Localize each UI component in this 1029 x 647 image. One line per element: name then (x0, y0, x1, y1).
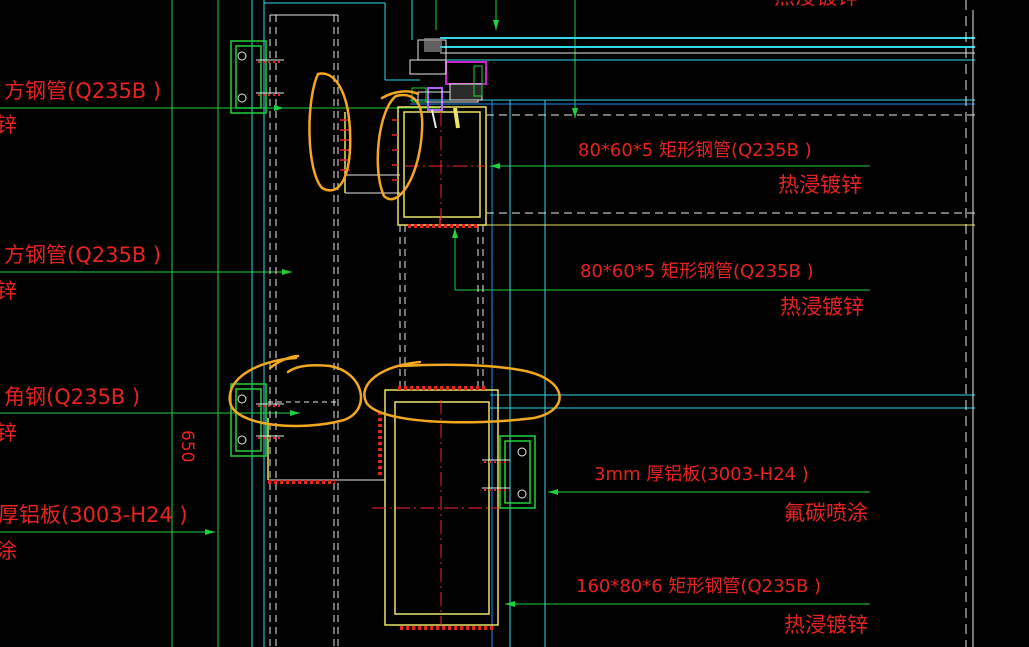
glazing-node (409, 38, 487, 129)
right-label-2b: 热浸镀锌 (780, 295, 864, 319)
right-label-1a: 80*60*5 矩形钢管(Q235B ) (578, 140, 812, 161)
bolt-threads (258, 61, 508, 491)
structure-lines (0, 0, 975, 647)
right-label-1b: 热浸镀锌 (778, 173, 862, 197)
markup-ellipse-2 (376, 93, 424, 201)
markup-ellipse-4 (363, 360, 561, 424)
leader-arrows (205, 20, 578, 607)
bracket-plate-top (230, 40, 267, 114)
left-label-4b: 涂 (0, 539, 17, 563)
left-label-1b: 锌 (0, 113, 17, 137)
right-label-2a: 80*60*5 矩形钢管(Q235B ) (580, 261, 814, 282)
bracket-plate-right (499, 435, 536, 509)
markup-ellipse-1 (308, 72, 352, 192)
left-label-2b: 锌 (0, 279, 17, 303)
left-label-3: 角钢(Q235B ) (4, 385, 140, 409)
right-label-3a: 3mm 厚铝板(3003-H24 ) (594, 464, 809, 485)
markup-ellipse-3 (228, 356, 363, 428)
weld-hatching (268, 119, 496, 630)
left-labels: 方钢管(Q235B ) 锌 方钢管(Q235B ) 锌 角钢(Q235B ) 锌… (0, 79, 188, 563)
right-label-3b: 氟碳喷涂 (784, 501, 868, 525)
top-cut-label: 热浸镀锌 (774, 0, 858, 9)
bracket-plates (230, 40, 536, 509)
bracket-plate-mid (230, 383, 267, 457)
left-label-3b: 锌 (0, 421, 17, 445)
bolts (237, 51, 527, 499)
markup-annotations (228, 72, 561, 428)
left-label-2: 方钢管(Q235B ) (4, 243, 161, 267)
right-label-4a: 160*80*6 矩形钢管(Q235B ) (576, 576, 821, 597)
right-label-4b: 热浸镀锌 (784, 613, 868, 637)
left-label-4: 厚铝板(3003-H24 ) (0, 503, 188, 527)
center-lines (372, 112, 510, 625)
left-label-1: 方钢管(Q235B ) (4, 79, 161, 103)
dimension-650: 650 (177, 430, 197, 462)
right-labels: 80*60*5 矩形钢管(Q235B ) 热浸镀锌 80*60*5 矩形钢管(Q… (576, 140, 868, 637)
